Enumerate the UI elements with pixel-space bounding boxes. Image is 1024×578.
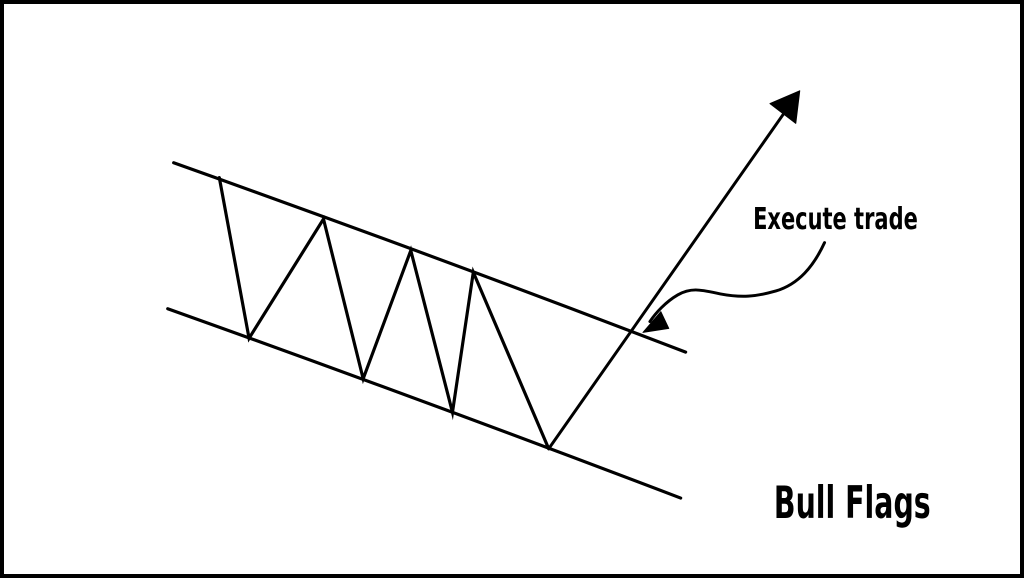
breakout-arrowhead-icon bbox=[769, 90, 801, 124]
lower-trendline bbox=[166, 307, 683, 500]
annotation-label: Execute trade bbox=[753, 202, 918, 237]
upper-trendline bbox=[172, 161, 688, 354]
breakout-arrow-shaft bbox=[547, 111, 786, 451]
page-title: Bull Flags bbox=[774, 478, 931, 529]
price-zigzag bbox=[217, 175, 551, 451]
annotation-arrow bbox=[642, 241, 827, 333]
annotation-arrow-curve bbox=[648, 241, 827, 324]
diagram-svg: Execute trade Bull Flags bbox=[166, 90, 931, 529]
breakout-arrow bbox=[547, 90, 801, 451]
annotation-arrowhead-icon bbox=[642, 311, 670, 333]
